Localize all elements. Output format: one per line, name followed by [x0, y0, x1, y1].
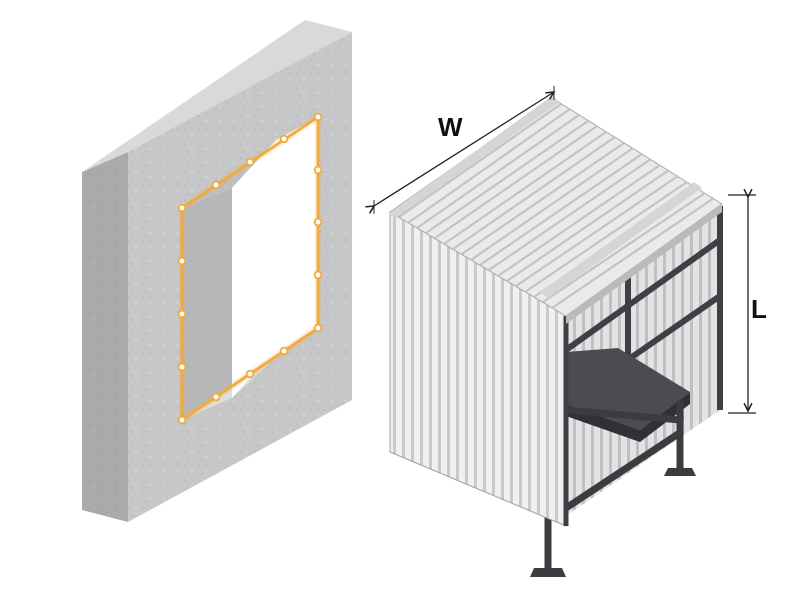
width-dimension-line — [374, 92, 554, 206]
length-dimension: L — [728, 195, 767, 414]
wall-side-face — [82, 152, 128, 522]
opening-left-reveal — [182, 188, 232, 420]
shelter-steel-frame — [544, 400, 684, 572]
shelter-foot-plates — [530, 468, 696, 577]
width-dimension: W — [374, 86, 554, 214]
shelter-back-wall — [566, 206, 720, 516]
wall-front-face — [128, 32, 352, 522]
length-label: L — [751, 294, 767, 324]
opening-back — [232, 140, 276, 398]
roof-front-fascia — [566, 204, 722, 324]
opening-through — [276, 117, 318, 350]
anchor-points — [177, 112, 323, 425]
wall-top-face — [82, 20, 352, 172]
concrete-wall-opening-icon — [82, 20, 352, 522]
corrugated-dock-shelter-icon — [388, 96, 723, 577]
roof-flashing-mid — [540, 182, 702, 298]
width-label: W — [438, 112, 463, 142]
